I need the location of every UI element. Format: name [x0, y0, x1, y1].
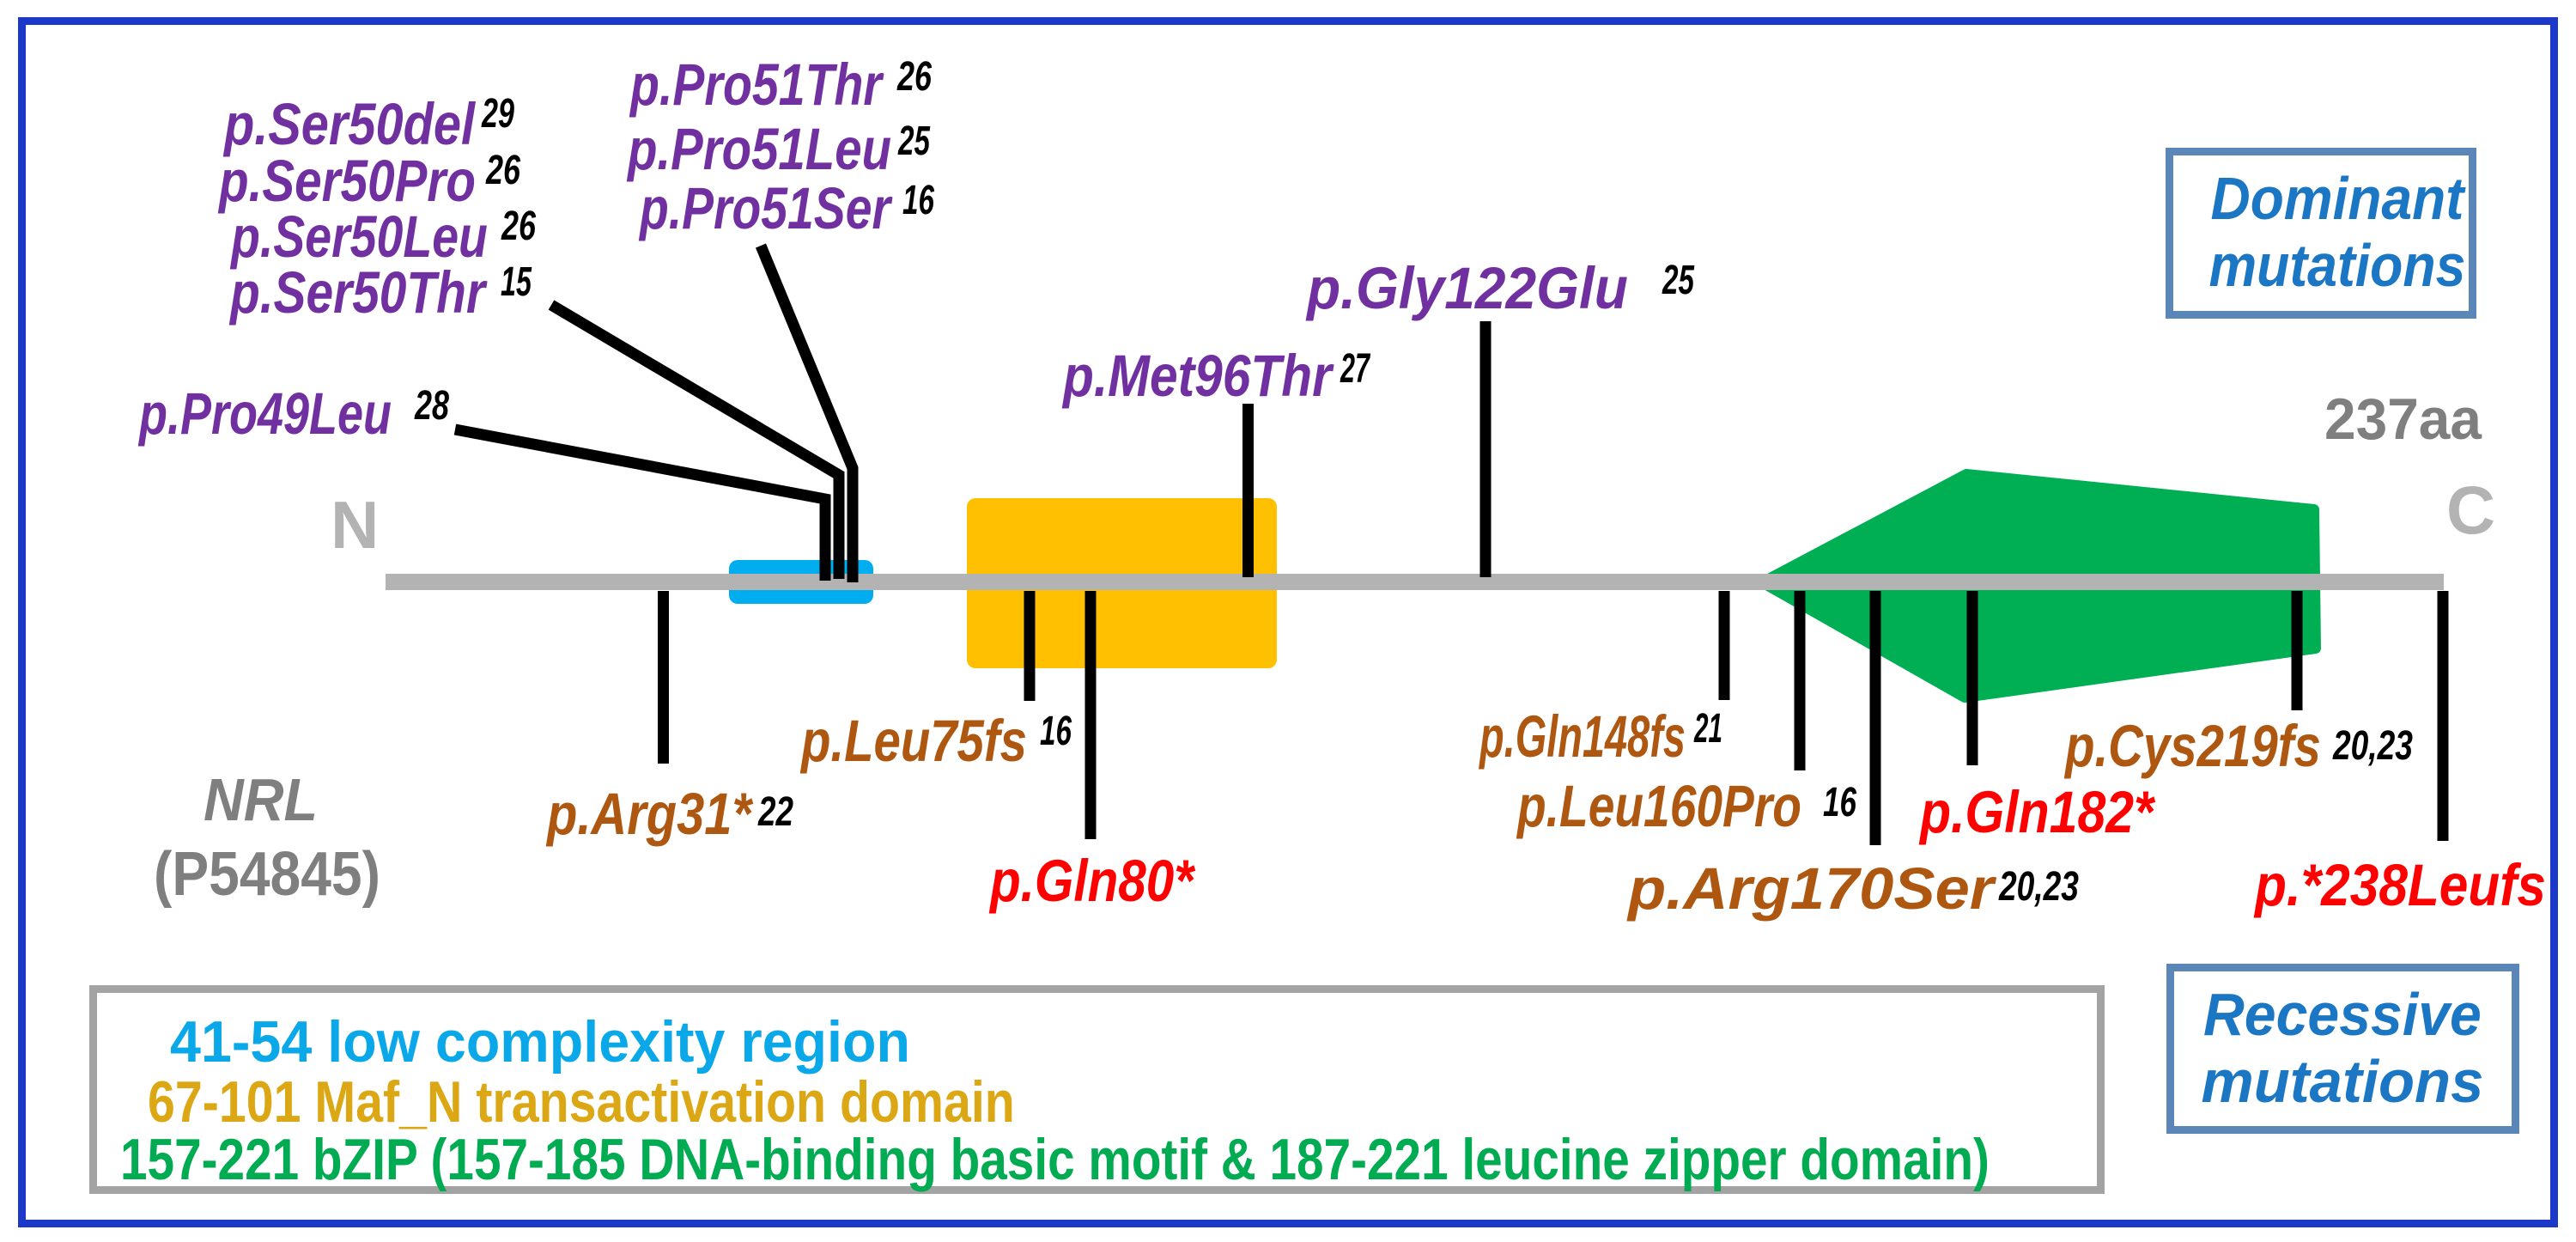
svg-text:p.Met96Thr: p.Met96Thr — [1061, 343, 1334, 410]
svg-text:26: 26 — [896, 53, 932, 99]
svg-text:25: 25 — [897, 118, 931, 163]
svg-text:NRL: NRL — [204, 767, 318, 834]
svg-text:16: 16 — [1823, 779, 1857, 825]
svg-text:28: 28 — [414, 382, 449, 428]
svg-text:N: N — [331, 487, 379, 563]
svg-text:29: 29 — [481, 89, 514, 136]
svg-text:237aa: 237aa — [2324, 387, 2482, 452]
svg-text:16: 16 — [902, 177, 935, 222]
svg-text:(P54845): (P54845) — [154, 840, 380, 909]
svg-text:p.Gln80*: p.Gln80* — [988, 847, 1196, 914]
svg-text:p.Leu75fs: p.Leu75fs — [799, 709, 1027, 775]
svg-text:p.Pro49Leu: p.Pro49Leu — [137, 381, 392, 447]
svg-text:p.Arg170Ser: p.Arg170Ser — [1626, 855, 1997, 922]
svg-text:p.Leu160Pro: p.Leu160Pro — [1516, 773, 1801, 839]
svg-text:20,23: 20,23 — [2332, 723, 2413, 770]
svg-text:157-221 bZIP (157-185 DNA-bind: 157-221 bZIP (157-185 DNA-binding basic … — [120, 1127, 1990, 1192]
svg-text:p.Pro51Leu: p.Pro51Leu — [626, 117, 891, 183]
svg-text:Dominant: Dominant — [2211, 165, 2466, 232]
svg-text:16: 16 — [1040, 708, 1072, 753]
svg-text:67-101 Maf_N transactivation d: 67-101 Maf_N transactivation domain — [148, 1069, 1015, 1135]
svg-text:p.Cys219fs: p.Cys219fs — [2063, 714, 2321, 780]
svg-text:mutations: mutations — [2202, 1047, 2484, 1115]
svg-text:p.Gln182*: p.Gln182* — [1918, 779, 2156, 845]
svg-text:20,23: 20,23 — [1998, 864, 2079, 910]
svg-text:p.Arg31*: p.Arg31* — [545, 781, 754, 847]
svg-text:27: 27 — [1340, 345, 1370, 392]
svg-text:p.Pro51Ser: p.Pro51Ser — [638, 175, 893, 241]
svg-text:p.Ser50Thr: p.Ser50Thr — [228, 260, 488, 326]
svg-text:p.Ser50del: p.Ser50del — [222, 91, 476, 157]
svg-text:p.Ser50Leu: p.Ser50Leu — [229, 204, 488, 270]
svg-text:41-54 low complexity region: 41-54 low complexity region — [170, 1010, 910, 1075]
svg-text:p.Gly122Glu: p.Gly122Glu — [1305, 256, 1628, 322]
svg-text:C: C — [2446, 472, 2495, 548]
svg-text:26: 26 — [485, 147, 520, 192]
svg-text:22: 22 — [757, 788, 793, 835]
svg-text:mutations: mutations — [2209, 233, 2466, 300]
svg-text:p.Pro51Thr: p.Pro51Thr — [629, 52, 884, 118]
svg-text:25: 25 — [1662, 257, 1695, 302]
svg-text:26: 26 — [501, 203, 536, 248]
svg-text:p.Gln148fs: p.Gln148fs — [1478, 703, 1686, 770]
svg-text:Recessive: Recessive — [2203, 981, 2482, 1048]
svg-text:p.*238Leufs: p.*238Leufs — [2253, 851, 2546, 918]
svg-text:p.Ser50Pro: p.Ser50Pro — [217, 149, 476, 215]
svg-text:15: 15 — [501, 259, 532, 305]
svg-text:21: 21 — [1693, 706, 1722, 752]
